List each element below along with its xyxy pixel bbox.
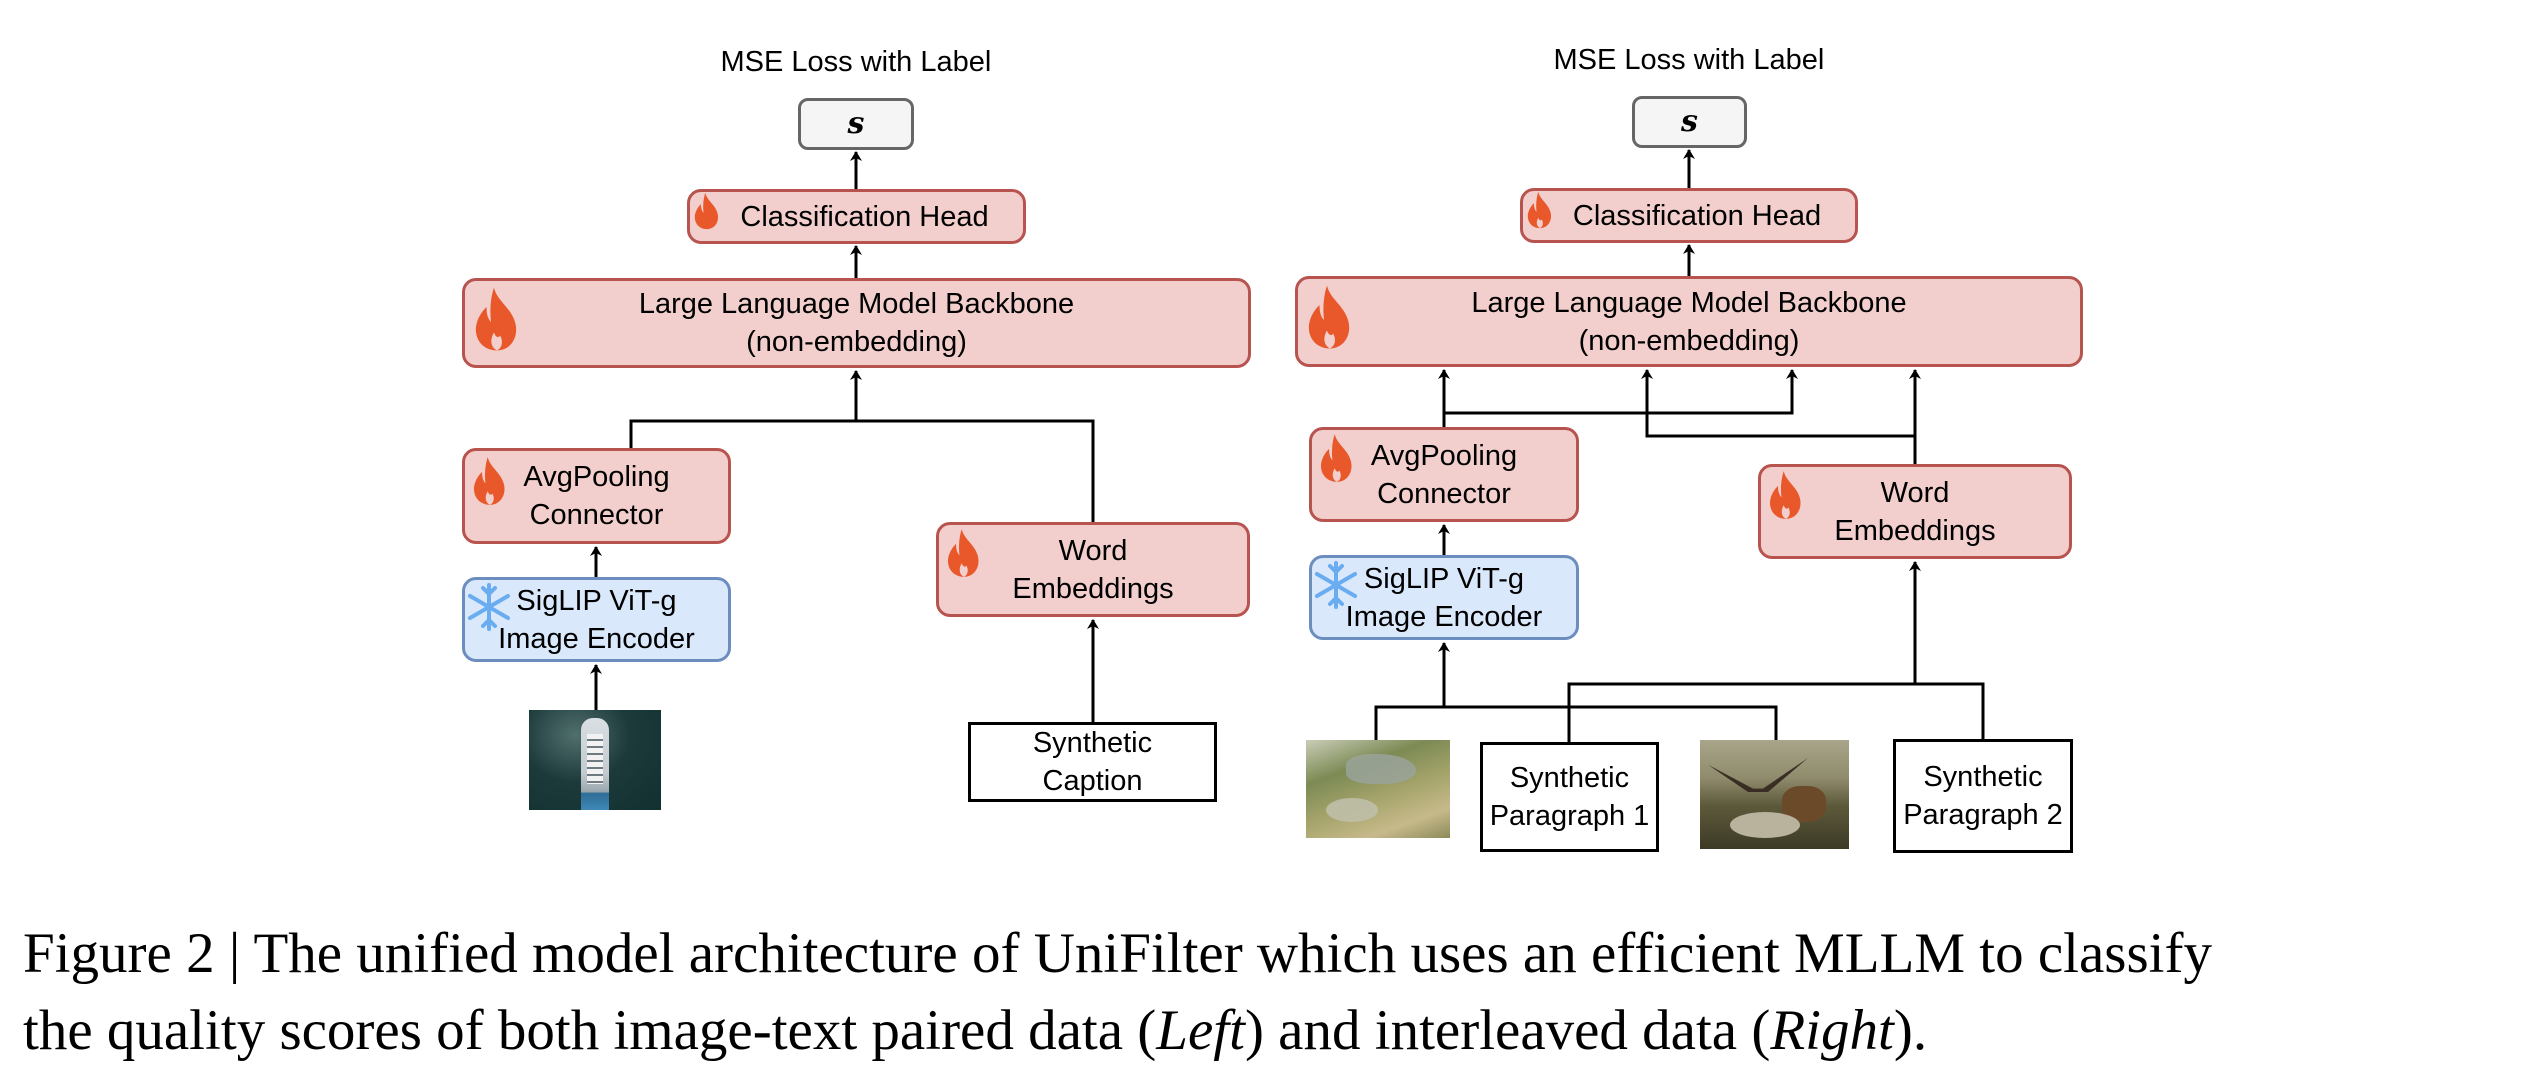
image-input-dinosaur	[1306, 740, 1450, 838]
arrow-embeddings-to-llm-2	[1641, 369, 1915, 438]
classification-head-label: Classification Head	[1572, 199, 1822, 232]
avgpooling-connector-right: AvgPooling Connector	[1309, 427, 1579, 522]
caption-line-1: Figure 2 | The unified model architectur…	[23, 922, 2212, 985]
image-input-ship	[529, 710, 661, 810]
image-encoder-label: SigLIP ViT-g Image Encoder	[1345, 562, 1543, 633]
image-encoder-left: SigLIP ViT-g Image Encoder	[462, 577, 731, 662]
caption-line-2: the quality scores of both image-text pa…	[23, 992, 2543, 1069]
flame-icon	[473, 457, 505, 505]
image-encoder-right: SigLIP ViT-g Image Encoder	[1309, 555, 1579, 640]
score-node-right: s	[1632, 96, 1747, 148]
flame-icon	[475, 287, 517, 351]
classification-head-left: Classification Head	[687, 189, 1026, 244]
image-input-eagle	[1700, 740, 1849, 849]
score-node-left: s	[798, 98, 914, 150]
flame-icon	[947, 529, 979, 577]
llm-backbone-label: Large Language Model Backbone (non-embed…	[1471, 286, 1907, 357]
synthetic-caption-label: Synthetic Caption	[1032, 727, 1153, 797]
caption-text: ) and interleaved data (	[1244, 999, 1771, 1062]
synthetic-paragraph-2-input: Synthetic Paragraph 2	[1893, 739, 2073, 853]
connector-label: AvgPooling Connector	[1370, 439, 1518, 510]
arrow-connector-to-llm-3	[1444, 369, 1798, 415]
flame-icon	[1527, 191, 1552, 229]
bus-images-right	[1374, 705, 1778, 740]
snowflake-icon	[468, 583, 510, 631]
synthetic-paragraph-2-label: Synthetic Paragraph 2	[1903, 761, 2063, 831]
llm-backbone-left: Large Language Model Backbone (non-embed…	[462, 278, 1251, 368]
avgpooling-connector-left: AvgPooling Connector	[462, 448, 731, 544]
connector-label: AvgPooling Connector	[523, 461, 670, 531]
synthetic-paragraph-1-label: Synthetic Paragraph 1	[1489, 762, 1650, 832]
flame-icon	[694, 192, 719, 230]
bus-left-inputs	[629, 419, 1095, 522]
loss-label-left: MSE Loss with Label	[720, 46, 992, 78]
caption-emphasis-left: Left	[1156, 999, 1245, 1062]
snowflake-icon	[1315, 561, 1357, 609]
word-embeddings-label: Word Embeddings	[1834, 476, 1996, 547]
synthetic-paragraph-1-input: Synthetic Paragraph 1	[1480, 742, 1659, 852]
classification-head-right: Classification Head	[1520, 188, 1858, 243]
score-symbol: s	[847, 106, 865, 141]
flame-icon	[1320, 434, 1352, 482]
bus-paragraphs-right	[1567, 682, 1985, 742]
flame-icon	[1769, 471, 1801, 519]
score-symbol: s	[1681, 104, 1698, 139]
word-embeddings-right: Word Embeddings	[1758, 464, 2072, 559]
caption-emphasis-right: Right	[1770, 999, 1894, 1062]
synthetic-caption-input: Synthetic Caption	[968, 722, 1217, 802]
flame-icon	[1308, 285, 1350, 349]
image-encoder-label: SigLIP ViT-g Image Encoder	[498, 584, 695, 655]
loss-label-right: MSE Loss with Label	[1553, 44, 1825, 76]
caption-text: ).	[1893, 999, 1928, 1062]
figure-caption: Figure 2 | The unified model architectur…	[23, 915, 2543, 1069]
caption-text: the quality scores of both image-text pa…	[23, 999, 1157, 1062]
llm-backbone-right: Large Language Model Backbone (non-embed…	[1295, 276, 2083, 367]
word-embeddings-left: Word Embeddings	[936, 522, 1250, 617]
word-embeddings-label: Word Embeddings	[1012, 534, 1174, 605]
llm-backbone-label: Large Language Model Backbone (non-embed…	[638, 288, 1075, 358]
classification-head-label: Classification Head	[740, 200, 989, 233]
